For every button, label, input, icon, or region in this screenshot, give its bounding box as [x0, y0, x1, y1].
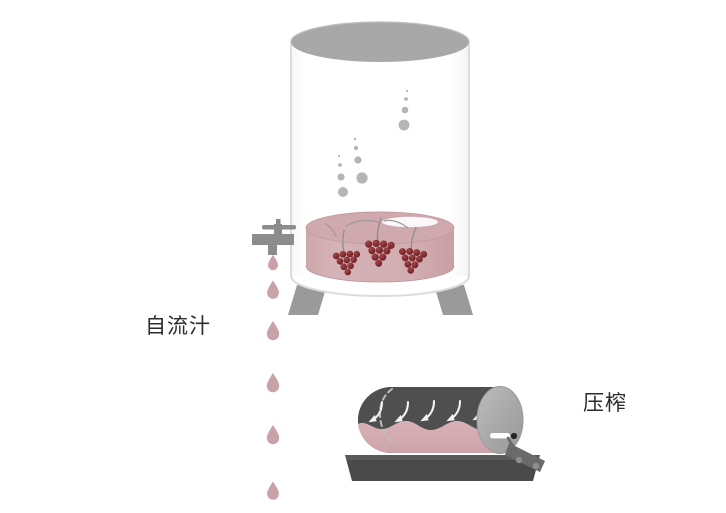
press-juice — [358, 421, 498, 454]
bubble-stream-left — [337, 154, 348, 197]
tank-legs — [288, 285, 473, 315]
horizontal-press — [345, 386, 545, 481]
tank-lid — [291, 22, 469, 62]
droplet-1 — [268, 254, 278, 271]
label-pressing: 压榨 — [583, 391, 627, 415]
press-end-cap-slot — [490, 433, 510, 439]
fermentation-bubbles — [337, 89, 410, 197]
tap-handle[interactable] — [262, 225, 296, 230]
press-end-cap-bolt — [510, 432, 518, 440]
tank-tap[interactable] — [252, 219, 296, 255]
must-surface-highlight — [382, 216, 438, 228]
free-run-juice-droplets — [266, 254, 280, 500]
fermentation-tank — [252, 21, 473, 315]
tank-leg-left — [288, 285, 327, 315]
droplet-5 — [266, 425, 280, 445]
press-base-tray — [345, 455, 540, 481]
droplet-6 — [267, 481, 279, 500]
tank-leg-right — [434, 285, 473, 315]
droplet-3 — [266, 321, 280, 341]
label-free-run-juice: 自流汁 — [145, 314, 211, 338]
droplet-4 — [266, 373, 280, 393]
droplet-2 — [267, 280, 279, 299]
bubble-stream-middle — [353, 137, 368, 184]
bubble-stream-right — [398, 89, 410, 131]
press-hatch-dashed-arc — [378, 388, 395, 445]
floating-grape-clusters — [325, 216, 431, 278]
press-latch-bracket[interactable] — [505, 436, 545, 472]
